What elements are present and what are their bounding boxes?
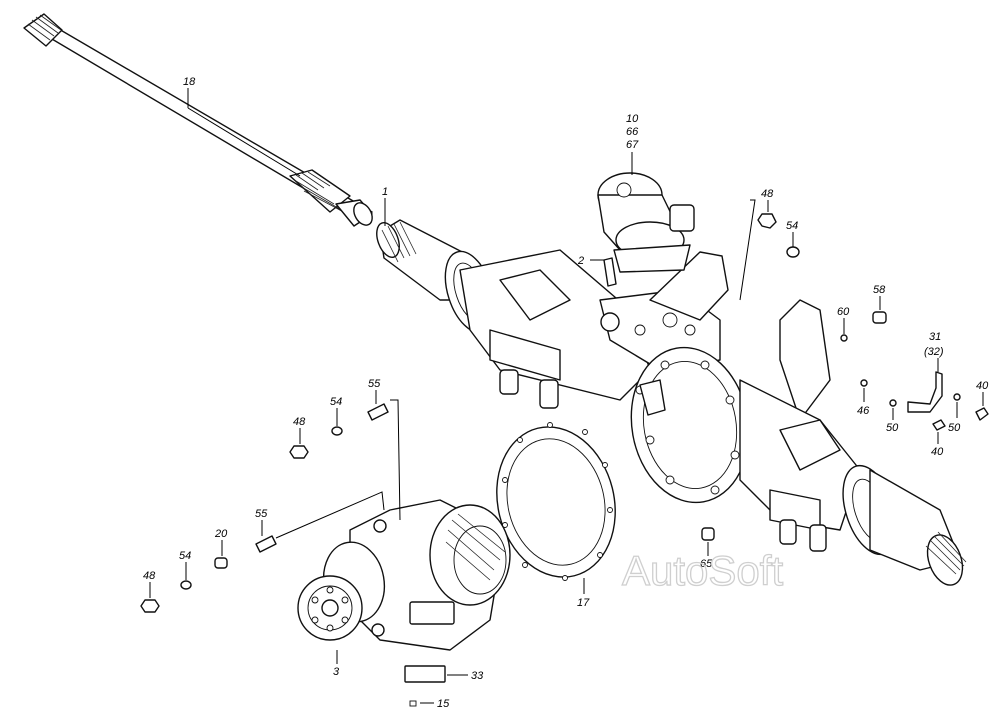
nut-20 [214,557,228,569]
plate-33 [404,665,446,683]
callout-54-bottom: 54 [179,550,191,562]
plug-65 [701,527,715,541]
callout-40-top: 40 [976,380,989,392]
callout-1: 1 [382,186,388,198]
callout-55-bottom: 55 [255,508,268,520]
brake-chamber [597,172,695,273]
callout-17: 17 [577,597,590,609]
callout-10: 10 [626,113,639,125]
washer-50a [889,399,897,407]
nut-48b [289,445,309,459]
callout-3: 3 [333,666,340,678]
callout-32: (32) [924,346,944,358]
nut-48c [140,599,160,613]
watermark: AutoSoft [622,547,783,594]
callout-31: 31 [929,331,941,343]
screw-40b [932,419,946,431]
rivet-15 [409,700,417,707]
washer-54b [331,426,343,436]
callout-50-left: 50 [886,422,899,434]
callout-labels: 18 1 10 66 67 2 48 54 58 60 31 (32) 46 5… [143,76,989,710]
callout-50-right: 50 [948,422,961,434]
axle-shaft-18 [23,13,373,227]
callout-55-top: 55 [368,378,381,390]
callout-65: 65 [700,558,713,570]
callout-48-bottom: 48 [143,570,156,582]
callout-46: 46 [857,405,870,417]
callout-48-mid: 48 [293,416,306,428]
differential-carrier-3 [297,499,511,651]
nut-58 [872,311,887,324]
callout-2: 2 [577,255,584,267]
gasket-17 [496,422,616,581]
callout-18: 18 [183,76,196,88]
small-fasteners [140,213,989,707]
callout-54-mid: 54 [330,396,342,408]
washer-54c [180,580,192,590]
stud-55b [255,535,277,553]
callout-48-top: 48 [761,188,774,200]
callout-58: 58 [873,284,886,296]
callout-33: 33 [471,670,484,682]
callout-60: 60 [837,306,850,318]
nut-60 [840,334,848,342]
callout-40-bottom: 40 [931,446,944,458]
washer-50b [953,393,961,401]
washer-54a [786,246,800,258]
callout-20: 20 [214,528,228,540]
nut-46 [860,379,868,387]
axle-housing [376,219,967,586]
callout-66: 66 [626,126,639,138]
callout-54-top: 54 [786,220,798,232]
stud-55a [367,403,389,421]
screw-40a [975,407,989,421]
callout-67: 67 [626,139,639,151]
bracket-31 [907,371,943,413]
bolt-2 [603,257,617,287]
nut-48a [757,213,777,229]
callout-15: 15 [437,698,450,710]
leader-lines [149,88,984,704]
